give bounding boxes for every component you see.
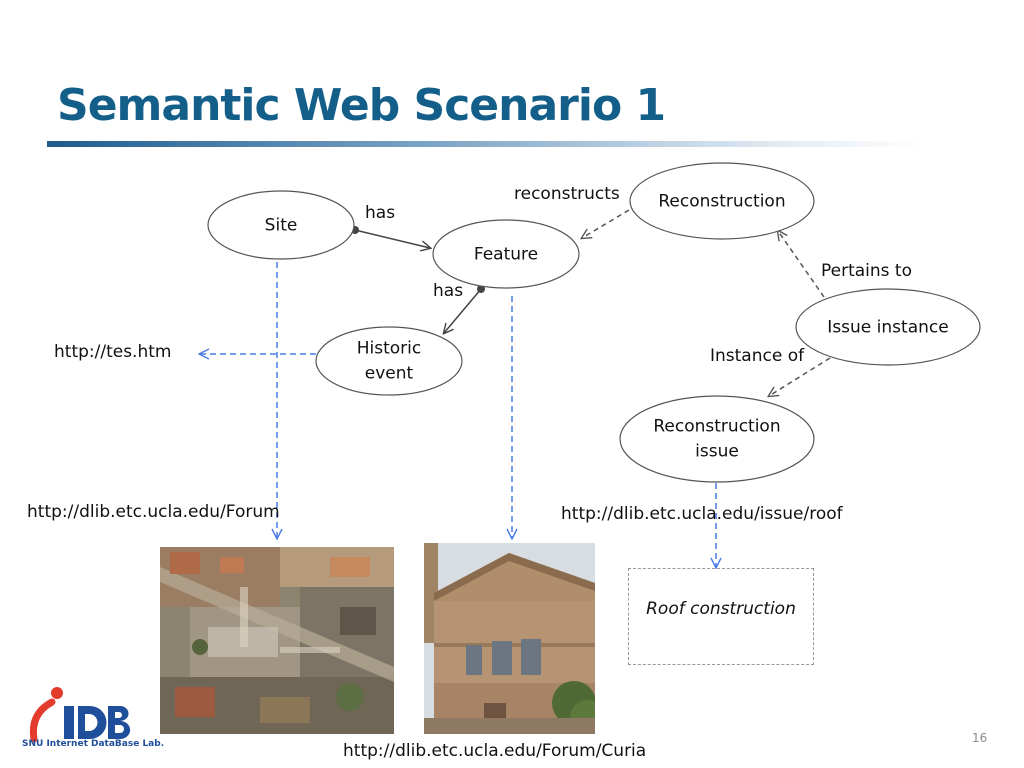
site-node — [207, 190, 355, 260]
roof-construction-text: Roof construction — [646, 599, 796, 619]
title-underline — [47, 141, 927, 147]
reconstructs-label: reconstructs — [514, 184, 620, 204]
logo-caption: SNU Internet DataBase Lab. — [22, 739, 165, 749]
feature-node — [432, 219, 580, 289]
pertains-to-arrow — [778, 231, 825, 298]
forum-aerial-photo — [160, 547, 394, 734]
issue-instance-node-label: Issue instance — [827, 317, 949, 338]
slide-number: 16 — [972, 731, 988, 745]
roof-construction-box: Roof construction — [628, 568, 814, 665]
curia-url[interactable]: http://dlib.etc.ucla.edu/Forum/Curia — [343, 741, 647, 761]
site-has-label: has — [365, 203, 396, 223]
feature-has-label: has — [433, 281, 464, 301]
reconstructs-arrow — [582, 209, 630, 238]
reconstruction-node — [629, 162, 815, 240]
pertains-to-label: Pertains to — [821, 261, 913, 281]
reconstruction-issue-line1: Reconstruction — [653, 416, 781, 437]
tes-url[interactable]: http://tes.htm — [54, 342, 172, 362]
feature-has-event-arrow — [444, 288, 482, 333]
reconstruction-issue-node — [619, 395, 815, 483]
curia-building-photo — [424, 543, 595, 734]
idb-logo — [29, 687, 131, 743]
site-node-label: Site — [264, 215, 298, 236]
historic-event-node-label: Historic event — [357, 336, 422, 385]
instance-of-arrow — [769, 357, 831, 396]
reconstruction-node-label: Reconstruction — [658, 191, 786, 212]
forum-url[interactable]: http://dlib.etc.ucla.edu/Forum — [27, 502, 280, 522]
reconstruction-issue-line2: issue — [695, 441, 739, 461]
feature-node-label: Feature — [473, 244, 539, 265]
slide-title: Semantic Web Scenario 1 — [57, 80, 666, 131]
historic-event-line2: event — [364, 363, 414, 383]
roof-url[interactable]: http://dlib.etc.ucla.edu/issue/roof — [561, 504, 843, 524]
issue-instance-node — [795, 288, 981, 366]
instance-of-label: Instance of — [710, 346, 805, 366]
historic-event-node — [315, 326, 463, 396]
reconstruction-issue-node-label: Reconstruction issue — [653, 414, 780, 463]
site-has-feature-arrow — [354, 229, 430, 248]
historic-event-line1: Historic — [356, 338, 422, 359]
